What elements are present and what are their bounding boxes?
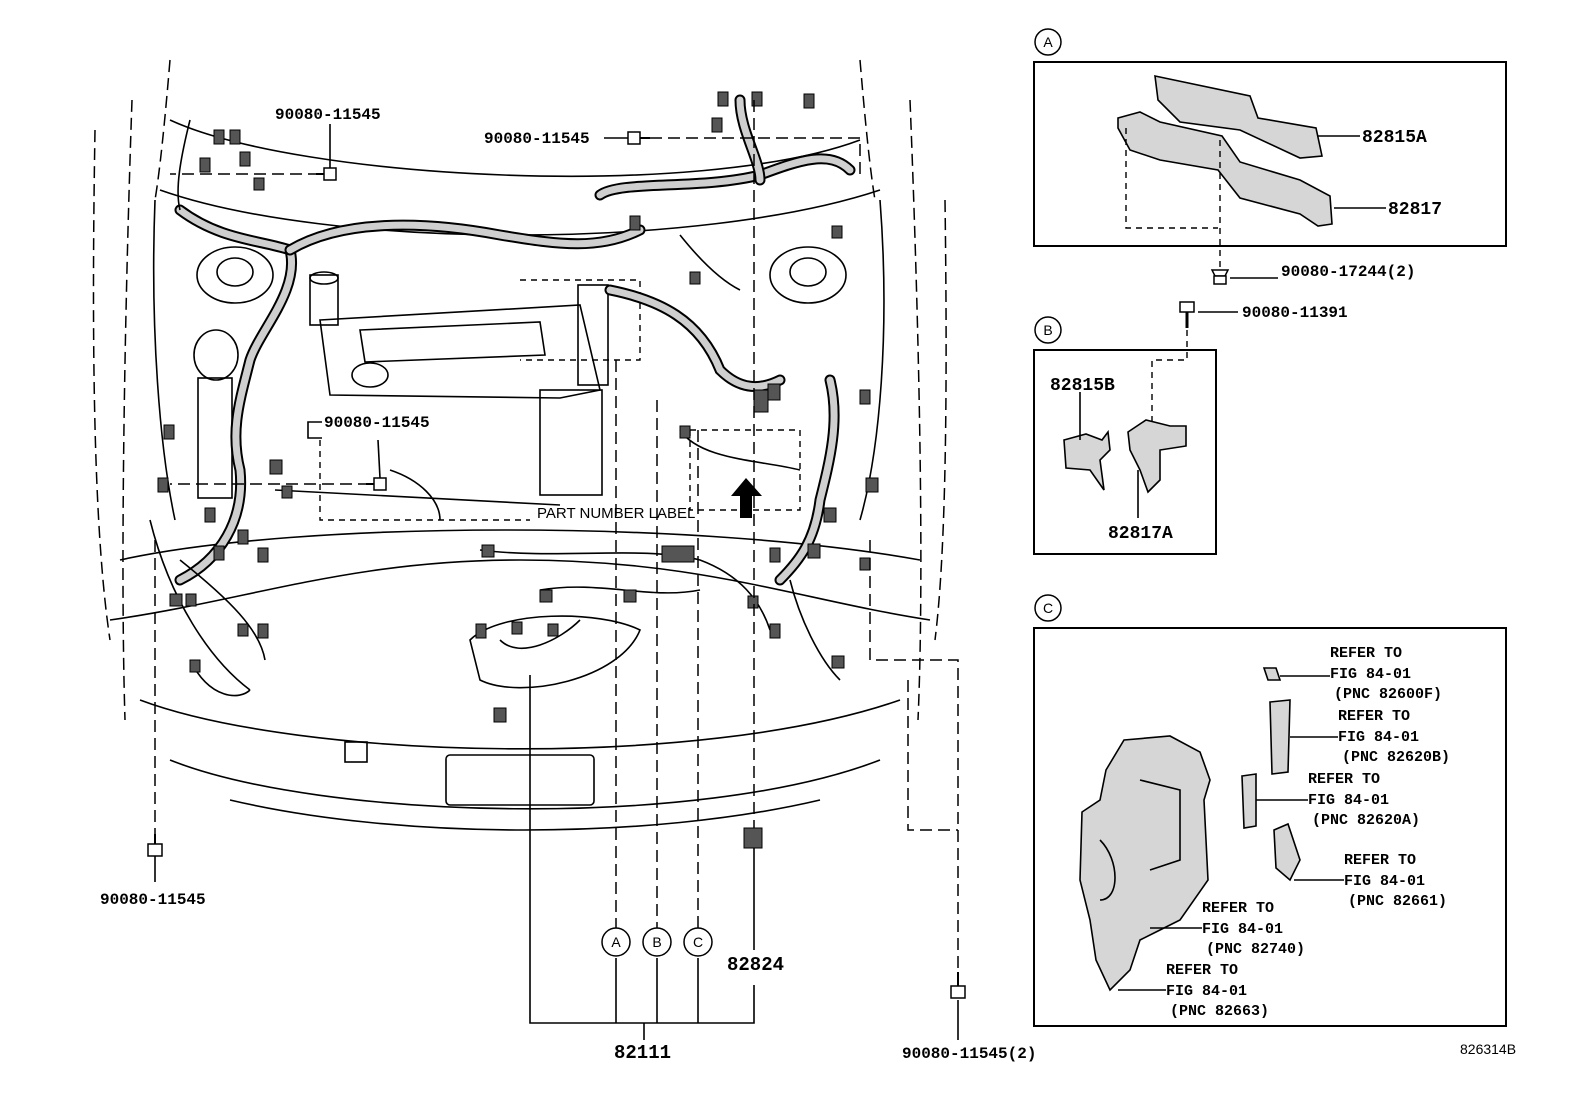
- relay-part: [1273, 822, 1301, 882]
- reference-line: (PNC 82661): [1348, 893, 1447, 910]
- clip-label: 90080-17244(2): [1281, 263, 1415, 281]
- relay-part: [1269, 699, 1291, 775]
- detail-c-panel: C REFER TO FIG 84-01 (PNC 82600F) REFER …: [1033, 594, 1507, 1027]
- callout-b: B: [642, 927, 672, 957]
- bolt-icon: [147, 834, 163, 857]
- callout-letter: B: [652, 934, 661, 950]
- callout-c: C: [683, 927, 713, 957]
- relay-box: [1079, 735, 1211, 992]
- callout-letter: A: [611, 934, 621, 950]
- bolt-label: 90080-11391: [1242, 304, 1348, 322]
- reference-note: REFER TO FIG 84-01 (PNC 82661): [1344, 852, 1447, 910]
- bracket-82815a: [1154, 74, 1323, 159]
- harness-connectors: [157, 91, 879, 849]
- bolt-icon: [950, 972, 966, 999]
- bolt-label: 90080-11545: [324, 414, 430, 432]
- bolt-label: 90080-11545(2): [902, 1045, 1036, 1063]
- bolt-icon: [1179, 301, 1195, 328]
- reference-line: (PNC 82620A): [1312, 812, 1420, 829]
- reference-line: (PNC 82740): [1206, 941, 1305, 958]
- reference-line: REFER TO: [1202, 900, 1274, 917]
- bolt-label: 90080-11545: [100, 891, 206, 909]
- reference-line: REFER TO: [1308, 771, 1380, 788]
- bracket-82817: [1117, 111, 1333, 227]
- relay-part: [1241, 773, 1257, 829]
- reference-line: FIG 84-01: [1330, 666, 1411, 683]
- reference-line: REFER TO: [1330, 645, 1402, 662]
- reference-line: REFER TO: [1344, 852, 1416, 869]
- reference-line: (PNC 82600F): [1334, 686, 1442, 703]
- detail-a-panel: A 82815A 82817 90080-17244(2): [1033, 28, 1507, 281]
- reference-note: REFER TO FIG 84-01 (PNC 82740): [1202, 900, 1305, 958]
- callout-a: A: [601, 927, 631, 957]
- part-number-label-text: PART NUMBER LABEL: [537, 505, 695, 522]
- bolt-icon: [366, 477, 387, 491]
- bracket-82815b: [1063, 429, 1111, 491]
- part-number-82815b: 82815B: [1050, 376, 1115, 396]
- reference-line: FIG 84-01: [1344, 873, 1425, 890]
- reference-note: REFER TO FIG 84-01 (PNC 82620A): [1308, 771, 1420, 829]
- detail-tag: C: [1043, 600, 1053, 616]
- detail-tag: B: [1043, 322, 1052, 338]
- arrow-up-icon: [731, 478, 762, 518]
- callout-letter: C: [693, 934, 703, 950]
- reference-line: (PNC 82620B): [1342, 749, 1450, 766]
- reference-line: FIG 84-01: [1202, 921, 1283, 938]
- leader-lines: [154, 100, 1278, 1040]
- part-number-82815a: 82815A: [1362, 128, 1427, 148]
- engine-bay-illustration: [92, 59, 947, 849]
- bolt-label: 90080-11545: [484, 130, 590, 148]
- reference-note: REFER TO FIG 84-01 (PNC 82620B): [1338, 708, 1450, 766]
- bolt-icon: [316, 167, 337, 181]
- part-number-82817a: 82817A: [1108, 524, 1173, 544]
- bolt-label: 90080-11545: [275, 106, 381, 124]
- detail-tag: A: [1043, 34, 1053, 50]
- bolt-icons: [147, 131, 1230, 999]
- part-number-82817: 82817: [1388, 200, 1442, 220]
- reference-line: FIG 84-01: [1166, 983, 1247, 1000]
- reference-line: REFER TO: [1166, 962, 1238, 979]
- reference-line: (PNC 82663): [1170, 1003, 1269, 1020]
- bolt-icon: [627, 131, 650, 145]
- reference-line: REFER TO: [1338, 708, 1410, 725]
- reference-note: REFER TO FIG 84-01 (PNC 82600F): [1330, 645, 1442, 703]
- part-number-82824: 82824: [727, 954, 784, 976]
- part-number-82111: 82111: [614, 1042, 671, 1064]
- bracket-82817a: [1127, 419, 1187, 494]
- clip-icon: [1210, 269, 1230, 285]
- reference-line: FIG 84-01: [1308, 792, 1389, 809]
- reference-line: FIG 84-01: [1338, 729, 1419, 746]
- reference-note: REFER TO FIG 84-01 (PNC 82663): [1166, 962, 1269, 1020]
- diagram-id: 826314B: [1460, 1041, 1516, 1057]
- detail-b-panel: B 90080-11391 82815B 82817A: [1033, 304, 1348, 555]
- fuse-part: [1262, 667, 1282, 681]
